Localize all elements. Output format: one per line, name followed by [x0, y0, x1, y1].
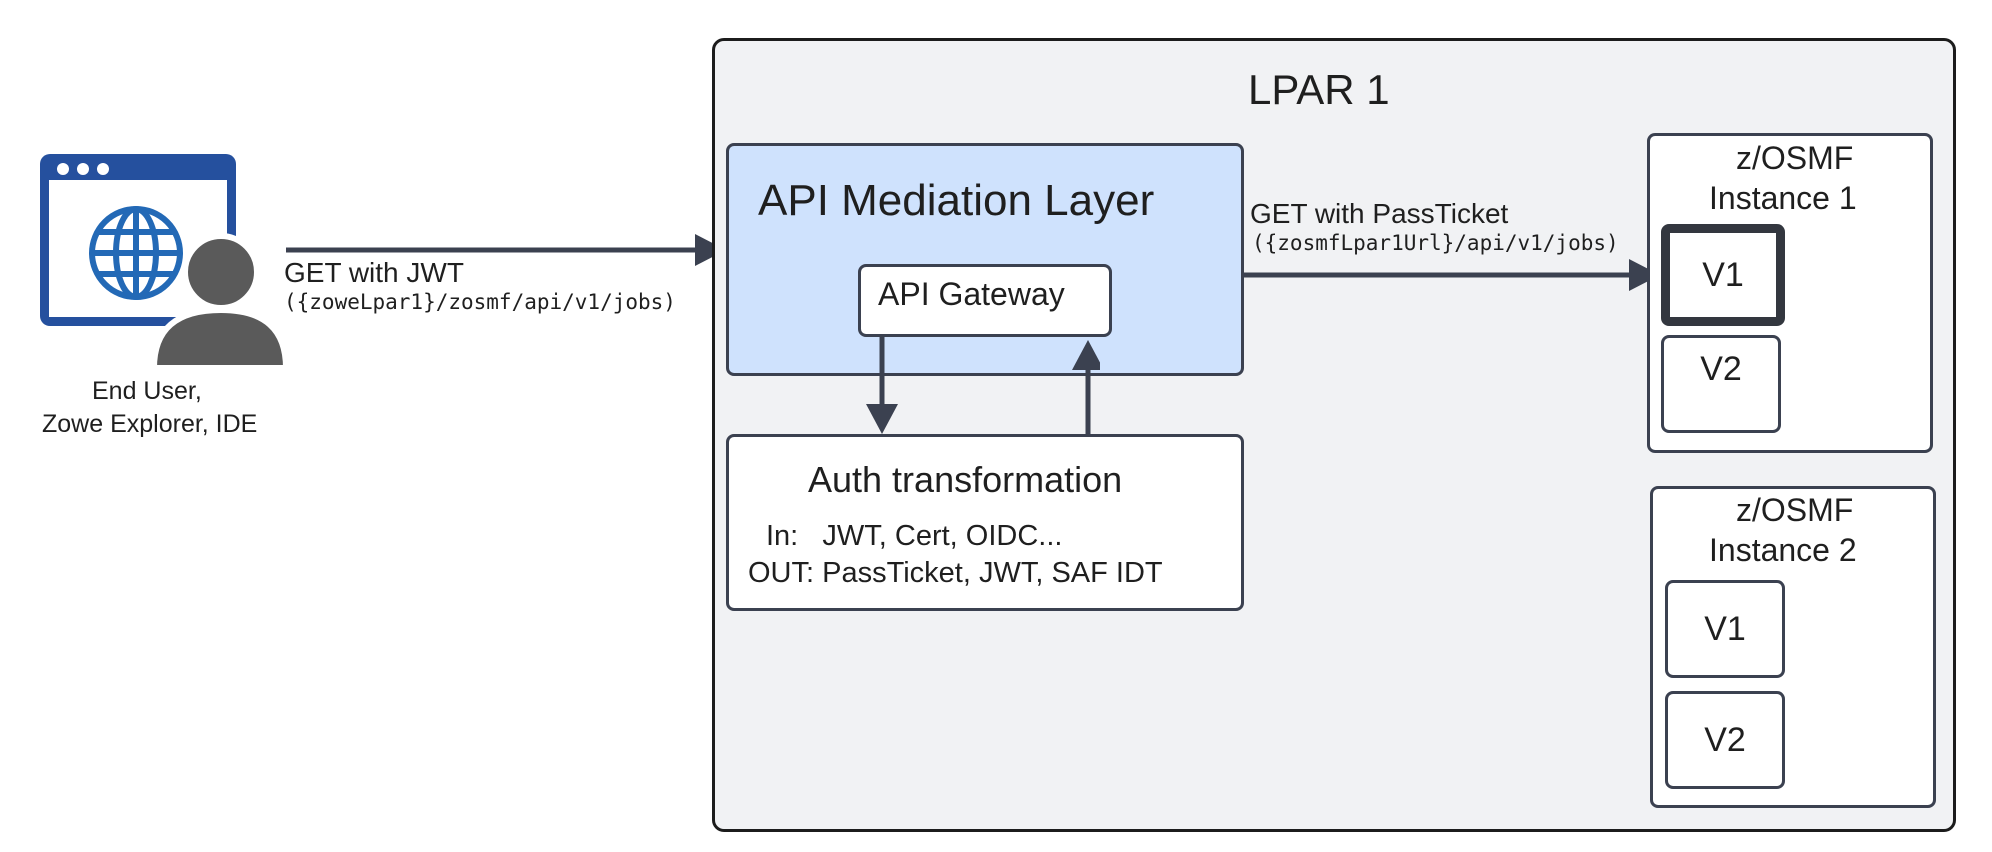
auth-title: Auth transformation: [808, 459, 1123, 500]
user-browser-icon: [40, 154, 286, 371]
gateway-auth-arrows: [866, 334, 1100, 434]
lpar-title: LPAR 1: [1248, 66, 1390, 113]
auth-out-line: OUT: PassTicket, JWT, SAF IDT: [748, 557, 1163, 589]
auth-in-line: In: JWT, Cert, OIDC...: [766, 520, 1063, 552]
request2-url: ({zosmfLpar1Url}/api/v1/jobs): [1252, 231, 1619, 255]
zosmf2-title-line2: Instance 2: [1709, 532, 1857, 568]
zosmf1-v2-box: V2: [1661, 335, 1781, 433]
request-arrow-passticket: [1244, 259, 1660, 291]
auth-transformation-box: [726, 434, 1244, 611]
zosmf1-title-line1: z/OSMF: [1736, 140, 1854, 176]
zosmf2-v1-box: V1: [1665, 580, 1785, 678]
request2-label: GET with PassTicket: [1250, 198, 1509, 229]
api-gateway-label: API Gateway: [878, 276, 1065, 312]
request-arrow-jwt: [286, 234, 726, 266]
client-label-line1: End User,: [92, 377, 202, 405]
request1-url: ({zoweLpar1}/zosmf/api/v1/jobs): [284, 290, 676, 314]
api-mediation-layer-box: [726, 143, 1244, 376]
api-gateway-box: [858, 264, 1112, 337]
zosmf2-title-line1: z/OSMF: [1736, 492, 1854, 528]
zosmf1-v1-box: V1: [1661, 224, 1785, 326]
zosmf1-title-line2: Instance 1: [1709, 180, 1857, 216]
client-label-line2: Zowe Explorer, IDE: [42, 410, 258, 438]
apiml-title: API Mediation Layer: [758, 176, 1155, 225]
request1-label: GET with JWT: [284, 257, 464, 288]
zosmf2-v2-box: V2: [1665, 691, 1785, 789]
